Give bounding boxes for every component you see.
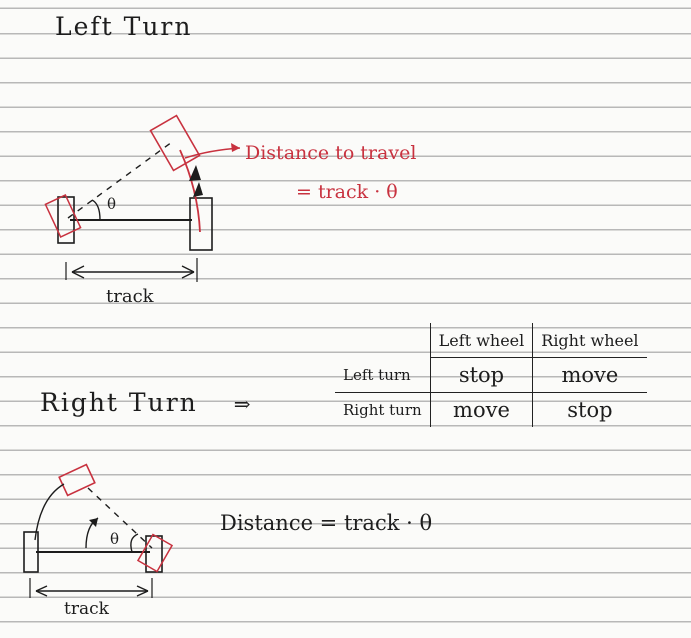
left-theta-label: θ (107, 195, 116, 213)
left-turn-title: Left Turn (55, 12, 193, 41)
row-label: Left turn (335, 357, 431, 393)
row-label: Right turn (335, 392, 431, 427)
arrowhead-lower (193, 182, 203, 197)
rt-theta-arc (130, 533, 139, 553)
theta-arc (91, 199, 101, 221)
rt-travel-arc (34, 483, 65, 541)
left-track-label: track (106, 286, 155, 307)
rotated-wheel-top (149, 114, 201, 172)
radius-dashed-line (67, 141, 173, 219)
table-row: Right turn move stop (335, 392, 647, 427)
cell-right-wheel: move (532, 357, 647, 393)
rt-track-label: track (64, 599, 110, 619)
table-header-row: Left wheel Right wheel (335, 323, 647, 358)
table-corner (335, 323, 431, 358)
cell-left-wheel: move (430, 392, 534, 427)
table-row: Left turn stop move (335, 357, 647, 393)
left-wheel-rotated (44, 194, 82, 238)
rt-rotated-wheel-top (58, 463, 96, 497)
right-wheel (189, 197, 213, 251)
right-turn-title-text: Right Turn (40, 388, 198, 417)
right-turn-title: Right Turn ⇒ (40, 388, 253, 417)
left-turn-formula: = track · θ (296, 181, 398, 203)
header-right-wheel: Right wheel (532, 323, 647, 358)
cell-right-wheel: stop (567, 398, 613, 422)
rt-left-wheel (23, 531, 39, 573)
header-left-wheel: Left wheel (430, 323, 534, 358)
rt-right-wheel (145, 535, 163, 573)
implies-arrow: ⇒ (233, 392, 253, 416)
rt-theta-label: θ (110, 530, 119, 548)
rt-right-wheel-rotated (136, 533, 174, 573)
note-pointer-head (231, 143, 240, 152)
distance-note: Distance to travel (245, 142, 417, 164)
arrowhead-upper (189, 165, 201, 181)
right-turn-formula: Distance = track · θ (220, 511, 433, 535)
cell-left-wheel: stop (430, 357, 534, 393)
wheel-table: Left wheel Right wheel Left turn stop mo… (335, 323, 647, 427)
rt-radius-dashed-line (87, 487, 153, 549)
left-travel-arc (179, 149, 201, 233)
